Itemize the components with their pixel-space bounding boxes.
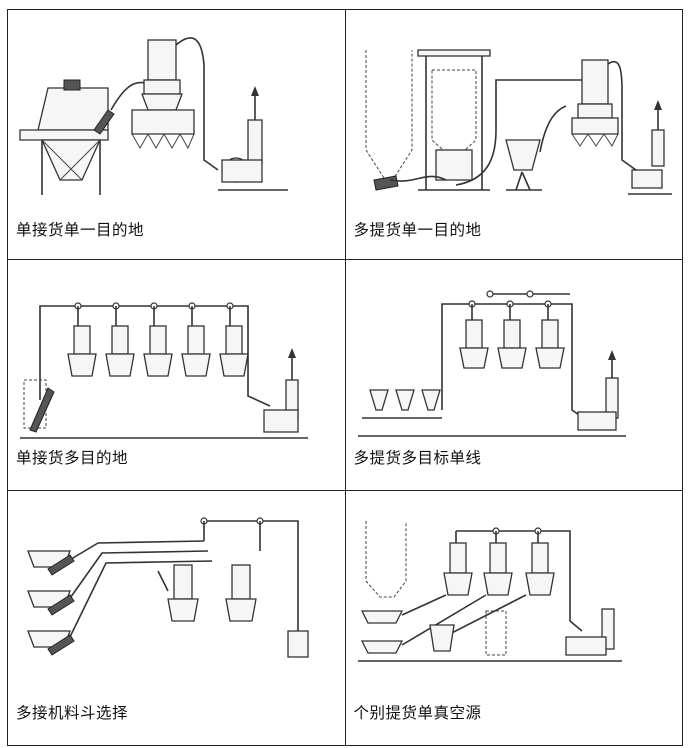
diagram-multi-pickup-multi-target-single-line [357,290,626,437]
diagram-single-pickup-single-destination [19,37,288,195]
caption-5: 多接机料斗选择 [16,704,129,722]
diagram-multi-pickup-hopper-selection [27,517,309,658]
caption-4: 多提货多目标单线 [353,449,482,467]
config-cell-5: 多接机料斗选择 [7,490,346,746]
caption-2: 多提货单一目的地 [353,221,482,239]
diagram-multi-pickup-single-destination [365,49,672,195]
diagram-individual-pickup-single-vacuum-source [357,521,622,662]
config-cell-1: 单接货单一目的地 [7,9,346,260]
caption-6: 个别提货单真空源 [353,704,482,722]
conveying-configuration-table: 单接货单一目的地 [7,9,683,746]
config-cell-6: 个别提货单真空源 [344,490,683,746]
diagram-single-pickup-multi-destination [20,302,308,439]
config-cell-3: 单接货多目的地 [7,259,346,491]
config-cell-2: 多提货单一目的地 [344,9,683,260]
caption-1: 单接货单一目的地 [16,221,145,239]
caption-3: 单接货多目的地 [16,449,129,467]
config-cell-4: 多提货多目标单线 [344,259,683,491]
